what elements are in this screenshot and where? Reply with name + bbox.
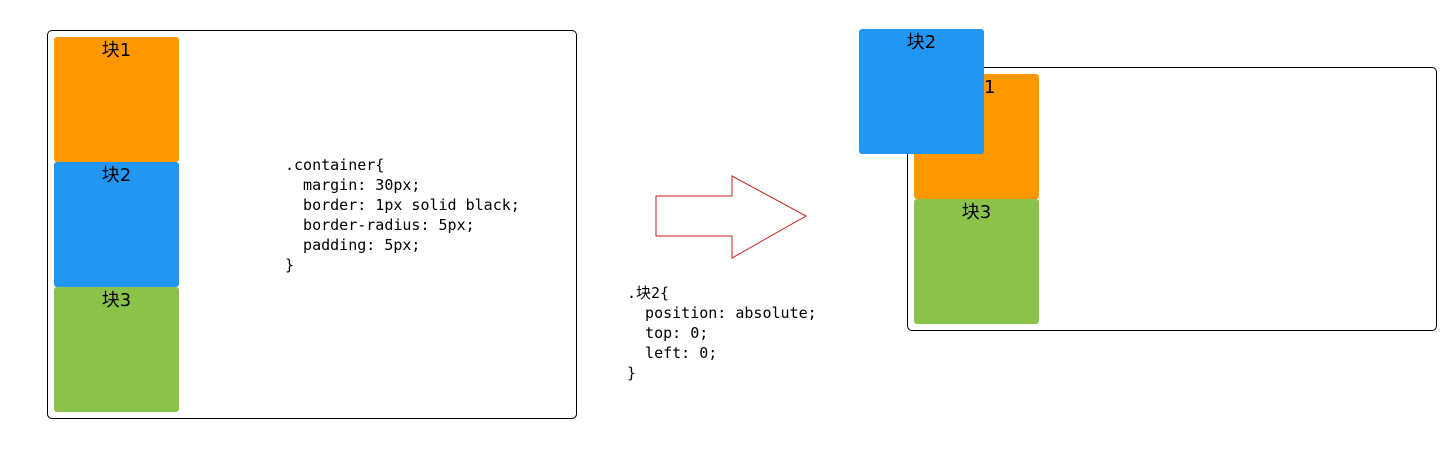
after-block-2: 块2 [859,29,984,154]
right-arrow-icon [655,175,807,259]
after-block-3: 块3 [914,199,1039,324]
block2-css-code: .块2{ position: absolute; top: 0; left: 0… [627,284,817,382]
before-block-2: 块2 [54,162,179,287]
after-block-2-label: 块2 [906,32,937,53]
before-block-2-label: 块2 [101,165,132,186]
before-block-1: 块1 [54,37,179,162]
before-block-3-label: 块3 [101,290,132,311]
before-block-1-label: 块1 [101,40,132,61]
before-block-3: 块3 [54,287,179,412]
container-css-code: .container{ margin: 30px; border: 1px so… [285,156,520,274]
after-block-1-label: 1 [984,77,996,98]
after-block-3-label: 块3 [961,202,992,223]
arrow-shape [655,175,807,259]
